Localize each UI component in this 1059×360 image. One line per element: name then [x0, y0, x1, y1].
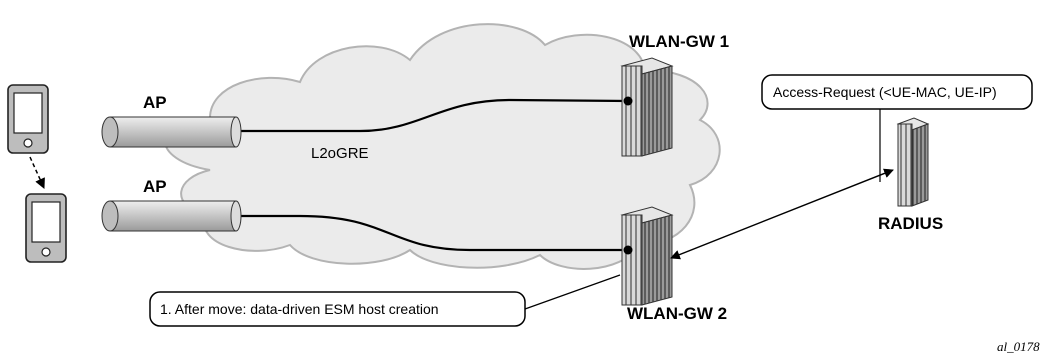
access-point-icon	[101, 116, 242, 148]
gw2-label: WLAN-GW 2	[627, 304, 727, 323]
ap-top-label: AP	[143, 93, 167, 112]
access-point-icon	[101, 200, 242, 232]
gateway-icon	[620, 57, 674, 157]
l2ogre-tunnel-line	[236, 98, 629, 133]
access-request-text: Access-Request (<UE-MAC, UE-IP)	[773, 84, 997, 100]
move-arrow	[29, 156, 45, 189]
radius-label: RADIUS	[878, 214, 943, 233]
ap-bottom-label: AP	[143, 177, 167, 196]
radius-server-icon	[896, 117, 930, 207]
gateway-icon	[620, 206, 674, 306]
after-move-pointer	[524, 274, 621, 310]
tunnel-label: L2oGRE	[311, 145, 369, 162]
radius-link	[670, 168, 894, 260]
gw1-label: WLAN-GW 1	[629, 32, 729, 51]
after-move-text: 1. After move: data-driven ESM host crea…	[160, 301, 439, 317]
cloud-icon	[164, 23, 721, 270]
tablet-icon	[25, 193, 67, 263]
tunnel-line-ap2	[236, 214, 628, 252]
tablet-icon	[7, 84, 49, 154]
access-request-box	[761, 74, 1033, 110]
figure-id: al_0178	[997, 339, 1040, 354]
